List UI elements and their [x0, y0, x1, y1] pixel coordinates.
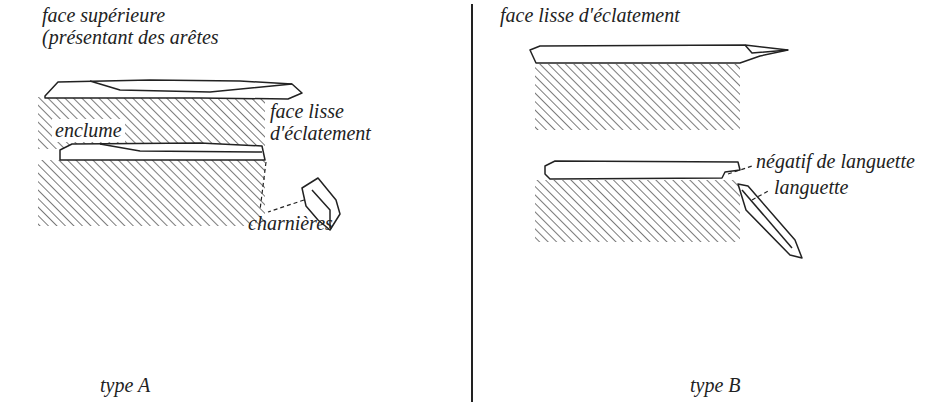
annotation-label: face supérieure (présentant des arêtes — [42, 4, 252, 48]
leader-line — [268, 200, 304, 212]
anvil — [535, 64, 740, 130]
flake-ridge — [90, 81, 292, 92]
anvil — [535, 180, 740, 242]
flake-ridge — [742, 190, 792, 248]
annotation-label: type A — [100, 374, 220, 396]
flake — [60, 143, 265, 160]
flake — [45, 80, 302, 99]
annotation-label: face lisse d'éclatement — [500, 4, 800, 26]
annotation-label: négatif de languette — [756, 150, 946, 172]
annotation-label: face lisse d'éclatement — [270, 100, 400, 144]
leader-line — [752, 190, 770, 200]
annotation-label: type B — [690, 374, 810, 396]
anvil — [38, 160, 265, 226]
flake-ridge — [100, 144, 262, 152]
annotation-label: languette — [774, 176, 924, 198]
flake-ridge — [745, 45, 788, 53]
panel-divider — [471, 4, 473, 402]
anvil — [38, 97, 265, 149]
flake — [545, 161, 740, 179]
flake — [530, 45, 788, 63]
annotation-label: charnières — [248, 212, 388, 234]
anvil-label: enclume — [52, 119, 125, 142]
leader-line — [260, 162, 266, 210]
anvil-box: enclume — [38, 97, 265, 149]
leader-line — [728, 166, 752, 174]
